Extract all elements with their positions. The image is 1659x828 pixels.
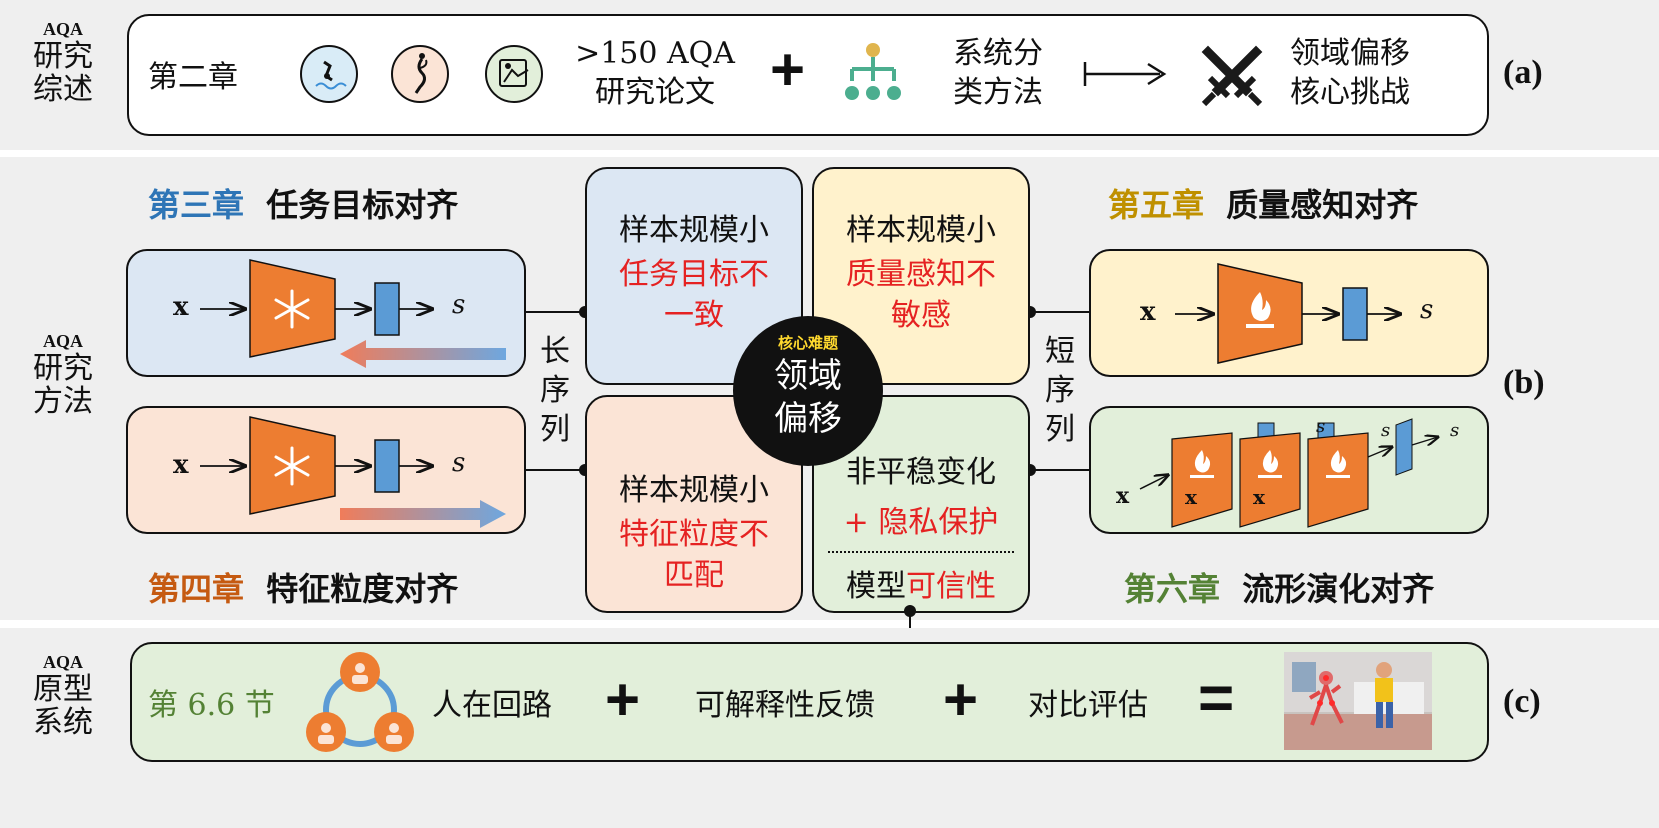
- problem-1-issue: 任务目标不 一致: [619, 257, 769, 333]
- ch6-input-x: x: [1116, 483, 1130, 509]
- taxonomy-label: 系统分 类方法: [953, 36, 1043, 110]
- side-label-c-top: AQA: [43, 652, 83, 672]
- surgery-icon: [485, 45, 543, 103]
- chapter-3-number: 第三章: [148, 186, 245, 224]
- crossed-swords-icon: [1201, 45, 1263, 107]
- core-problem-small-label: 核心难题: [777, 334, 838, 352]
- chapter-3-title: 第三章 任务目标对齐: [148, 180, 458, 226]
- ch6-stage2-x: x: [1253, 485, 1265, 509]
- papers-label: >150 AQA 研究论文: [575, 36, 735, 110]
- ch6-stage2-s: s: [1381, 420, 1391, 441]
- taxonomy-icon: [845, 43, 901, 100]
- problem-4-divider: [828, 551, 1014, 553]
- chapter-4-name: 特征粒度对齐: [266, 570, 459, 608]
- chapter-6-number: 第六章: [1124, 570, 1221, 608]
- chapter-5-number: 第五章: [1108, 186, 1205, 224]
- ch6-output-s: s: [1450, 420, 1460, 441]
- human-in-loop-icon: [306, 652, 414, 752]
- ch5-input-x: x: [1140, 297, 1156, 327]
- ch4-output-s: s: [452, 448, 466, 478]
- side-label-c-bottom: 原型 系统: [33, 671, 93, 740]
- method-diagram: [126, 249, 1489, 534]
- tag-a: (a): [1503, 54, 1543, 91]
- contrastive-eval-label: 对比评估: [1028, 688, 1148, 723]
- human-in-loop-label: 人在回路: [432, 688, 552, 723]
- side-label-a-bottom: 研究 综述: [33, 38, 93, 107]
- plus-sign-c2: +: [943, 666, 979, 733]
- ch6-stage1-s: s: [1316, 416, 1326, 437]
- problem-4-trust: 模型可信性: [814, 561, 1028, 605]
- prototype-photo: [1284, 652, 1432, 750]
- problem-3-issue: 特征粒度不 匹配: [619, 517, 769, 593]
- aqa-icons: [300, 45, 543, 103]
- evolving-stage-3: [1307, 418, 1438, 528]
- maps-to-arrow: [1083, 62, 1167, 86]
- side-label-b: AQA 研究 方法: [18, 331, 108, 419]
- chapter-3-panel: [126, 249, 526, 377]
- chapter-6-title: 第六章 流形演化对齐: [1124, 564, 1434, 610]
- ch4-input-x: x: [173, 450, 189, 480]
- side-label-a-top: AQA: [43, 19, 83, 39]
- ch5-output-s: s: [1420, 295, 1434, 325]
- frozen-snowflake-icon: [274, 289, 310, 329]
- problem-4-trust-issue: 可信性: [906, 569, 996, 604]
- chapter-6-panel: [1089, 406, 1489, 534]
- chapter-6-name: 流形演化对齐: [1242, 570, 1435, 608]
- short-sequence-label: 短 序 列: [1045, 334, 1075, 447]
- chapter-5-panel: [1089, 249, 1489, 377]
- connectors: [525, 311, 1090, 471]
- tag-b: (b): [1503, 364, 1545, 401]
- problem-3-context: 样本规模小: [619, 473, 769, 508]
- ch3-input-x: x: [173, 292, 189, 322]
- frozen-snowflake-icon: [274, 446, 310, 486]
- problem-2-context: 样本规模小: [846, 213, 996, 248]
- chapter-5-title: 第五章 质量感知对齐: [1108, 180, 1418, 226]
- challenge-label: 领域偏移 核心挑战: [1290, 36, 1410, 110]
- plus-sign-c1: +: [605, 666, 641, 733]
- problem-4-issue: + 隐私保护: [843, 505, 999, 540]
- core-problem-domain-shift: 领域 偏移: [774, 356, 842, 439]
- diving-icon: [300, 45, 358, 103]
- chapter-2-label: 第二章: [148, 60, 238, 95]
- chapter-4-title: 第四章 特征粒度对齐: [148, 564, 458, 610]
- backward-gradient-arrow: [340, 340, 506, 368]
- chapter-4-number: 第四章: [148, 570, 245, 608]
- ch6-stage1-x: x: [1185, 485, 1197, 509]
- problem-2-issue: 质量感知不 敏感: [846, 257, 996, 333]
- section-6-6-label: 第 6.6 节: [148, 688, 275, 723]
- ch3-output-s: s: [452, 290, 466, 320]
- plus-sign-a: +: [770, 36, 806, 103]
- chapter-5-name: 质量感知对齐: [1226, 186, 1419, 224]
- core-problem-circle: 核心难题 领域 偏移: [733, 316, 883, 466]
- side-label-b-bottom: 研究 方法: [33, 350, 93, 419]
- side-label-c: AQA 原型 系统: [18, 652, 108, 740]
- side-label-a: AQA 研究 综述: [18, 19, 108, 107]
- chapter-3-name: 任务目标对齐: [266, 186, 459, 224]
- problem-4-context: 非平稳变化: [846, 455, 996, 490]
- equals-sign: =: [1198, 664, 1235, 733]
- problem-1-context: 样本规模小: [619, 213, 769, 248]
- explainable-feedback-label: 可解释性反馈: [695, 688, 875, 723]
- chapter-4-panel: [126, 406, 526, 534]
- tag-c: (c): [1503, 683, 1541, 720]
- long-sequence-label: 长 序 列: [540, 334, 570, 447]
- problem-4-trust-prefix: 模型: [846, 569, 906, 604]
- gymnast-icon: [391, 45, 449, 103]
- fire-icon: [1246, 292, 1274, 328]
- forward-gradient-arrow: [340, 500, 506, 528]
- side-label-b-top: AQA: [43, 331, 83, 351]
